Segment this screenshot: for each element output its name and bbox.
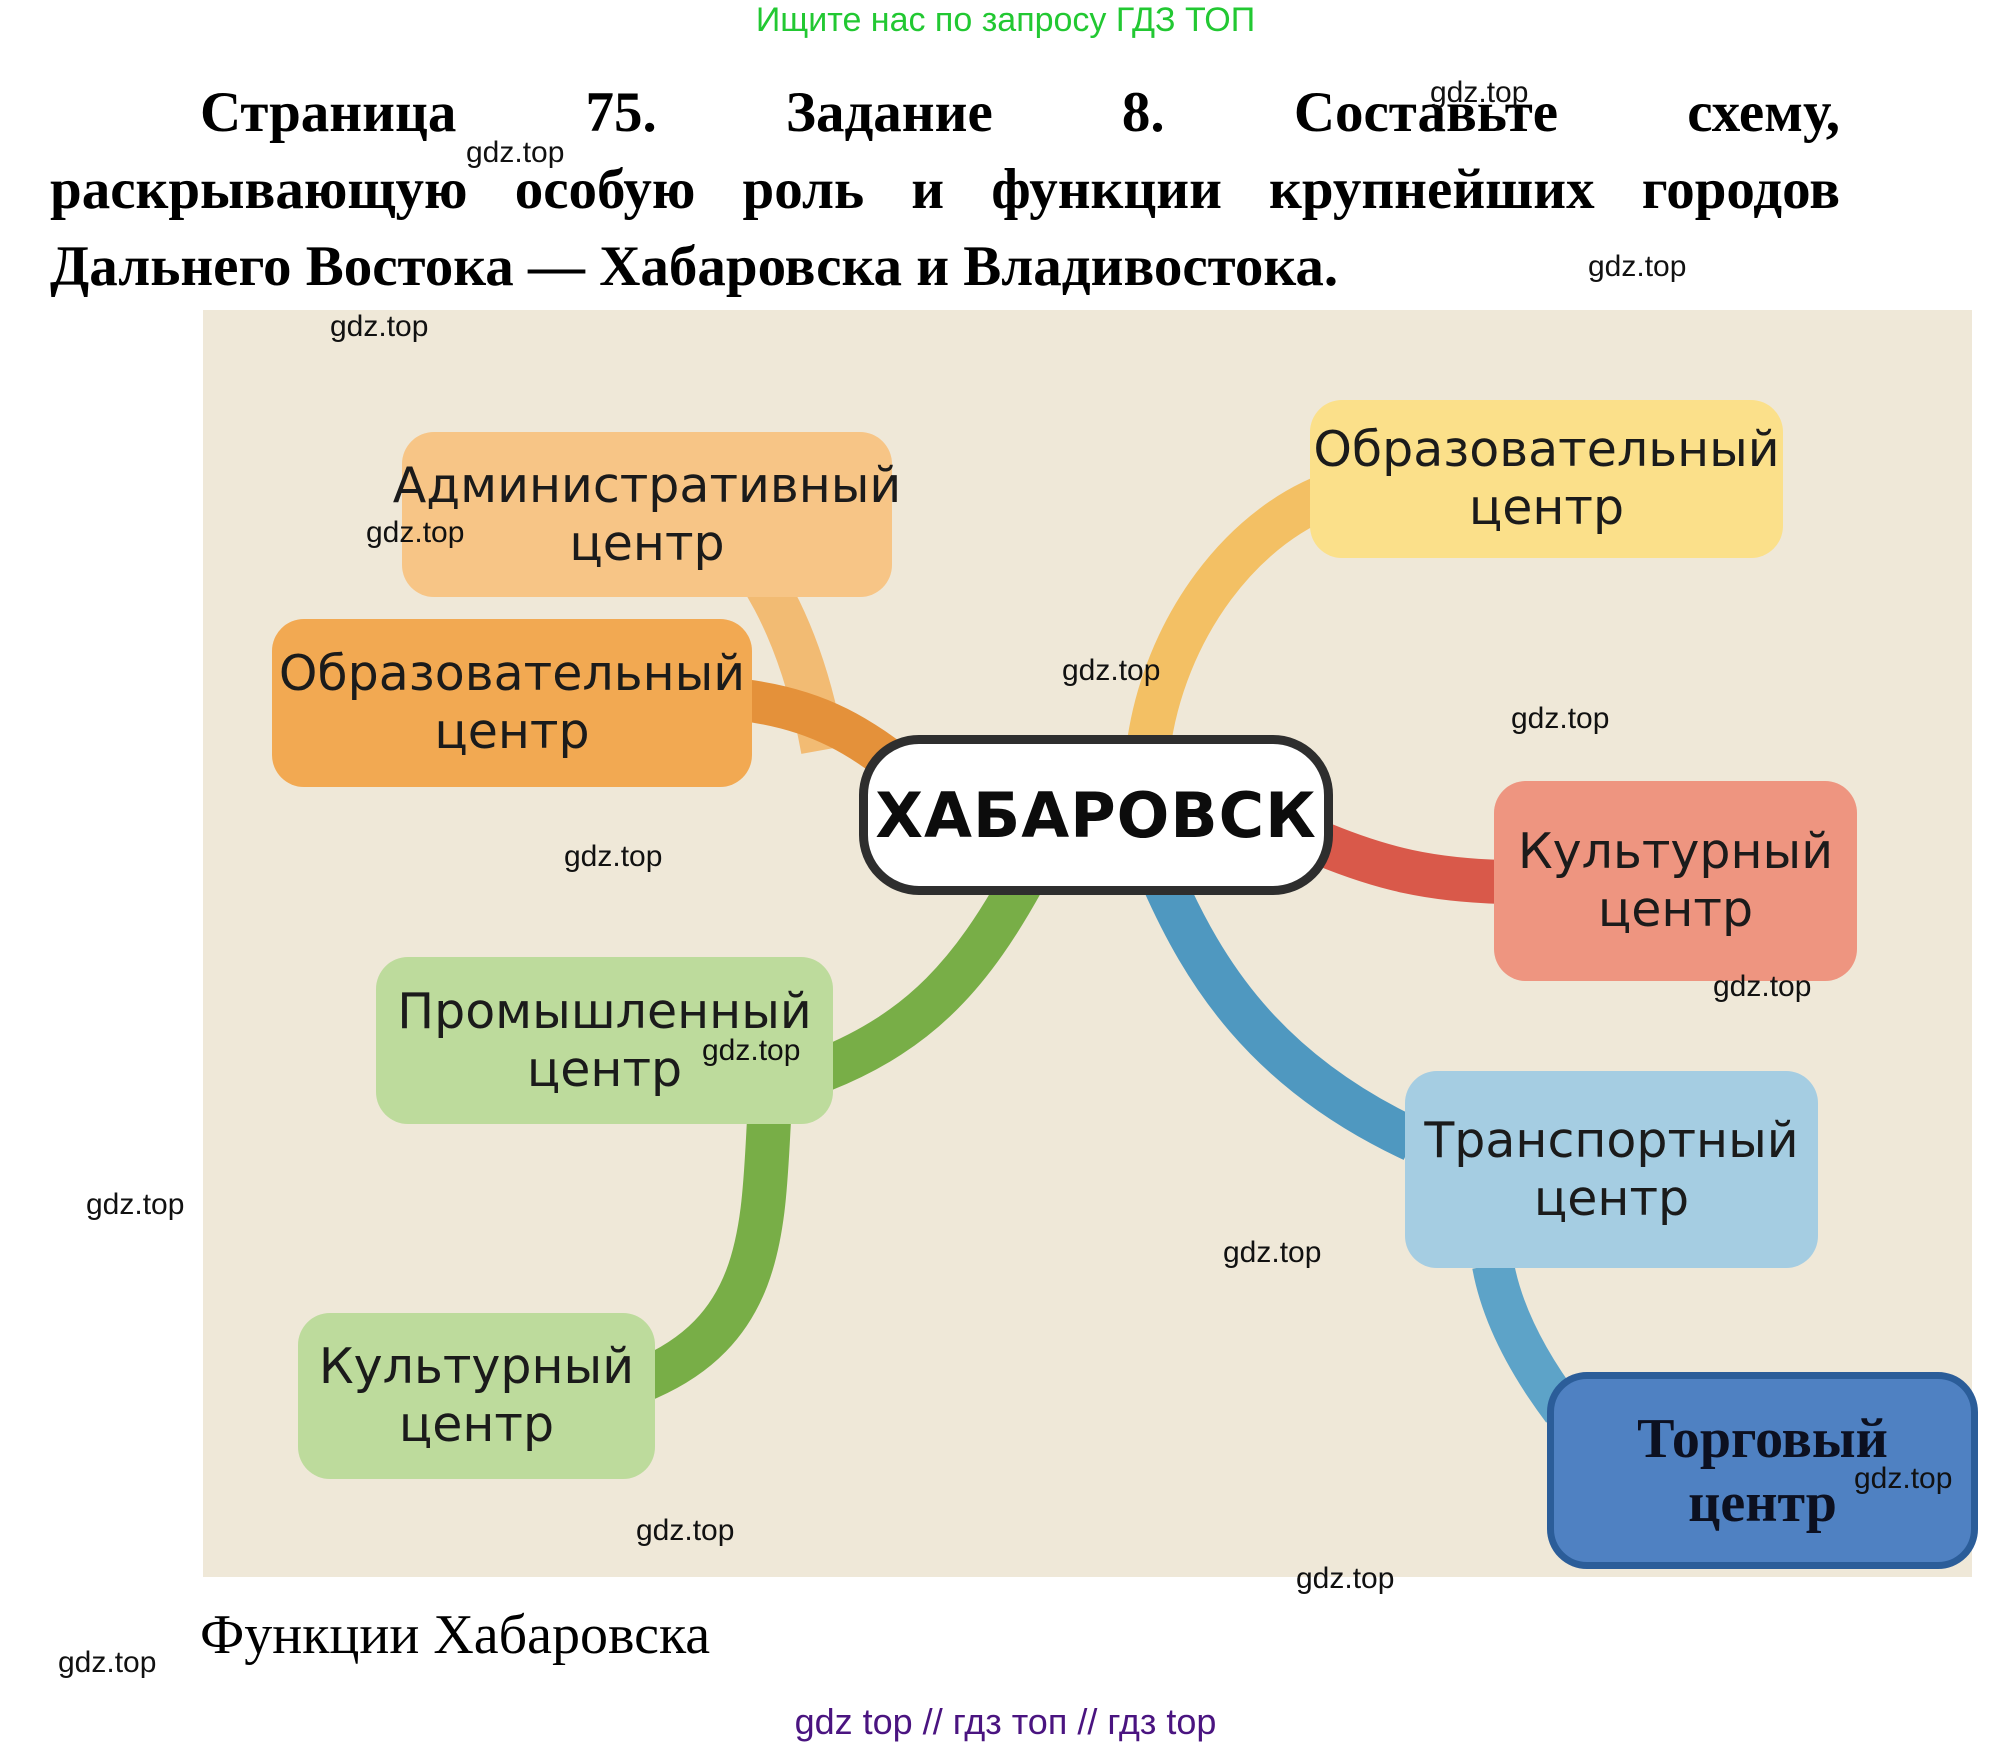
- watermark-text: gdz.top: [330, 310, 429, 343]
- footer-link[interactable]: gdz top // гдз топ // гдз top: [794, 1701, 1217, 1742]
- watermark-text: gdz.top: [1223, 1236, 1322, 1269]
- node-label-line1: Торговый: [1637, 1407, 1888, 1470]
- node-label-line2: центр: [1468, 479, 1625, 536]
- watermark-text: gdz.top: [1062, 654, 1161, 687]
- node-center-khabarovsk: ХАБАРОВСК: [859, 735, 1333, 895]
- watermark-text: gdz.top: [58, 1646, 157, 1679]
- watermark-text: gdz.top: [1713, 970, 1812, 1003]
- link-transport: [1142, 871, 1423, 1160]
- node-label-line1: Образовательный: [278, 645, 746, 702]
- watermark-text: gdz.top: [702, 1034, 801, 1067]
- connector-lines: [634, 462, 1580, 1423]
- node-label-line2: центр: [398, 1396, 555, 1453]
- node-label-line2: центр: [1597, 881, 1754, 938]
- watermark-text: gdz.top: [466, 136, 565, 169]
- search-banner: Ищите нас по запросу ГДЗ ТОП: [755, 1, 1256, 39]
- task-title-line-1: Страница 75. Задание 8. Составьте схему,: [200, 81, 1840, 144]
- watermark-text: gdz.top: [1511, 702, 1610, 735]
- node-label-line1: Административный: [392, 456, 902, 514]
- node-label-line2: центр: [1533, 1169, 1690, 1227]
- node-label-line2: центр: [1688, 1471, 1837, 1534]
- link-culture-right: [1304, 819, 1504, 904]
- node-label-line2: центр: [526, 1040, 683, 1098]
- link-culture-left: [634, 1118, 791, 1401]
- watermark-text: gdz.top: [636, 1514, 735, 1547]
- node-label-line2: центр: [569, 514, 725, 572]
- task-title-line-2: раскрывающую особую роль и функции крупн…: [50, 158, 1840, 221]
- watermark-text: gdz.top: [366, 516, 465, 549]
- node-label-line1: Образовательный: [1313, 421, 1780, 478]
- link-trade: [1472, 1260, 1580, 1423]
- watermark-text: gdz.top: [1854, 1462, 1953, 1495]
- watermark-text: gdz.top: [1588, 250, 1687, 283]
- watermark-text: gdz.top: [1296, 1562, 1395, 1595]
- node-label-line1: Культурный: [1517, 823, 1834, 880]
- task-title: Страница 75. Задание 8. Составьте схему,…: [50, 74, 1840, 305]
- node-label-line2: центр: [434, 703, 590, 760]
- watermark-text: gdz.top: [1430, 76, 1529, 109]
- diagram-caption: Функции Хабаровска: [200, 1604, 711, 1666]
- node-label-line1: Промышленный: [397, 982, 812, 1040]
- task-title-line-3: Дальнего Востока — Хабаровска и Владивос…: [50, 235, 1339, 298]
- link-industry: [814, 869, 1043, 1091]
- node-label-line1: Транспортный: [1424, 1111, 1799, 1169]
- link-edu-right: [1126, 468, 1350, 753]
- watermark-text: gdz.top: [86, 1188, 185, 1221]
- watermark-text: gdz.top: [564, 840, 663, 873]
- node-label-line1: Культурный: [318, 1338, 635, 1395]
